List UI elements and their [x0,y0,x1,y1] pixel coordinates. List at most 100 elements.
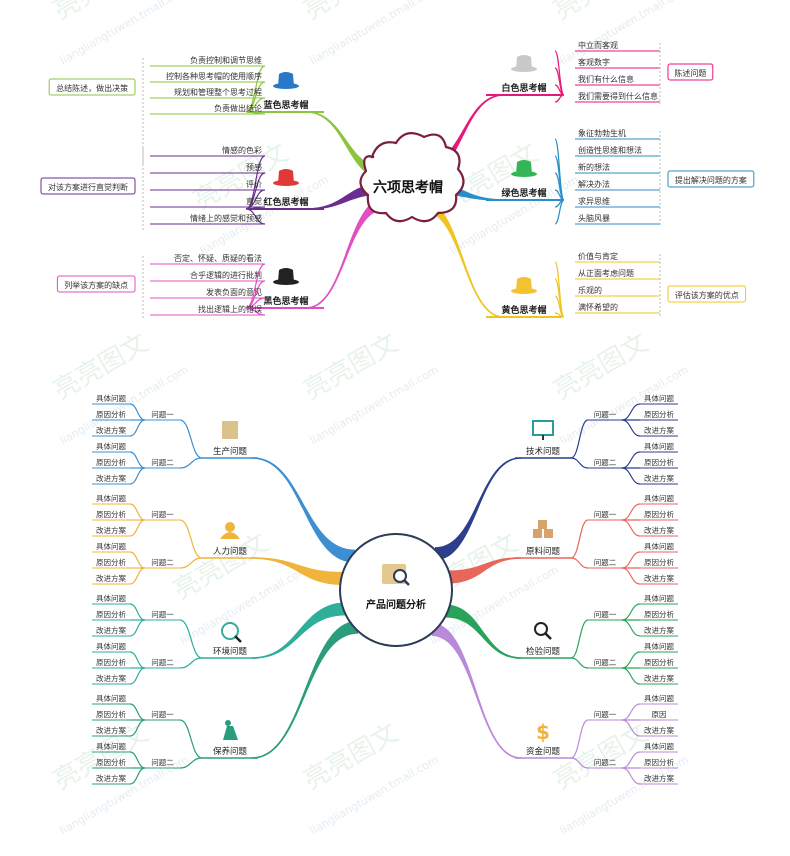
hat-crown [516,160,532,174]
hat-crown [516,55,532,69]
problem-leaf-label: 改进方案 [96,725,126,735]
search-lens-icon [393,569,407,583]
hat-branch-blue: 蓝色思考帽负责控制和调节思维控制各种思考帽的使用顺序规划和管理整个思考过程负责做… [48,55,386,180]
person-body [220,532,240,539]
problem-leaf-label: 原因分析 [96,757,126,767]
problem-group-connector [179,657,203,669]
lens-handle [234,635,242,643]
problem-leaf-label: 原因分析 [96,609,126,619]
hat-item-label: 我们需要得到什么信息 [578,91,658,101]
hat-summary-box [48,78,136,96]
person-head [225,522,235,532]
boxes-icon [533,520,553,538]
problem-node-label: 检验问题 [526,646,561,657]
hat-summary-label: 评估该方案的优点 [675,290,739,300]
hat-crown [516,277,532,291]
problem-leaf-label: 具体问题 [96,641,126,651]
problem-leaf-label: 具体问题 [96,693,126,703]
hat-icon [273,72,299,89]
hat-summary-label: 总结陈述，做出决策 [56,83,128,93]
problem-leaf-connector [129,603,146,621]
lens-ring [221,622,239,640]
problem-leaf-label: 改进方案 [96,773,126,783]
dollar-sign: $ [536,720,550,744]
problem-leaf-label: 具体问题 [644,393,674,403]
problem-node-label: 原料问题 [526,546,561,557]
hat-summary-label: 提出解决问题的方案 [675,175,747,185]
hat-icon [511,160,537,177]
hat-item-label: 价值与肯定 [578,251,618,261]
problem-group-label: 问题一 [151,710,174,719]
problem-leaf-connector [621,567,641,585]
problem-group-label: 问题一 [151,610,174,619]
problem-leaf-connector [621,603,641,621]
hat-item-label: 中立而客观 [578,40,618,50]
problem-group-label: 问题二 [151,458,174,467]
box-a [533,529,542,538]
problem-node-label: 人力问题 [213,546,248,557]
hat-node-label: 黄色思考帽 [501,304,546,316]
center-cloud: 六项思考帽 [359,132,465,223]
magnifier-icon [534,622,552,640]
problem-group-connector [179,457,203,469]
problem-leaf-label: 原因分析 [644,509,674,519]
monitor-screen [532,420,554,436]
hat-item-label: 评价 [246,180,262,189]
hat-item-label: 求异思维 [578,196,610,206]
problem-leaf-label: 具体问题 [644,441,674,451]
hat-item-label: 象征勃勃生机 [578,128,626,138]
problem-leaf-connector [621,667,641,685]
problem-leaf-label: 具体问题 [96,441,126,451]
six-hats-mindmap: 蓝色思考帽负责控制和调节思维控制各种思考帽的使用顺序规划和管理整个思考过程负责做… [40,40,755,320]
hat-crown [278,72,294,86]
problem-group-label: 问题二 [151,758,174,767]
problem-leaf-connector [129,551,146,569]
problem-group-label: 问题一 [151,510,174,519]
problem-leaf-label: 具体问题 [644,593,674,603]
problem-group-label: 问题二 [151,658,174,667]
hat-item-label: 控制各种思考帽的使用顺序 [166,71,262,81]
problem-group-connector [179,419,203,459]
problem-leaf-label: 原因分析 [644,409,674,419]
problem-leaf-label: 原因分析 [96,509,126,519]
problem-group-connector [570,719,589,759]
hat-item-label: 否定、怀疑、质疑的看法 [174,253,262,263]
hat-crown [278,268,294,282]
problem-leaf-connector [621,551,641,569]
hat-node-label: 绿色思考帽 [501,187,546,199]
problem-group-label: 问题一 [594,610,617,619]
hat-item-label: 解决办法 [578,179,610,189]
hat-branch-ribbon [422,94,504,178]
hat-item-label: 负责控制和调节思维 [190,55,262,65]
hat-branch-black: 黑色思考帽否定、怀疑、质疑的看法合乎逻辑的进行批判发表负面的意见找出逻辑上的错误… [56,197,386,320]
worker-body [223,726,238,740]
problem-leaf-connector [621,651,641,669]
center-title: 六项思考帽 [373,179,443,196]
hat-summary-box [667,170,755,188]
hat-summary-box [667,63,714,81]
problem-branch-ribbon [444,604,521,659]
problem-leaf-label: 原因分析 [644,557,674,567]
problem-leaf-connector [621,619,641,637]
problem-group-label: 问题二 [594,458,617,467]
magnifier-ring [534,622,548,636]
problem-group-connector [570,757,589,769]
magnifier-handle [544,632,552,640]
problem-leaf-label: 原因分析 [644,757,674,767]
problem-node-label: 生产问题 [213,446,248,457]
hat-item-label: 规划和管理整个思考过程 [174,87,262,97]
hat-node-label: 黑色思考帽 [263,295,308,307]
problem-leaf-connector [129,451,146,469]
hat-item-label: 直觉 [246,196,262,206]
problem-leaf-connector [621,419,641,437]
worker-icon [223,720,238,740]
problem-leaf-label: 原因分析 [644,657,674,667]
problem-branch-ribbon [434,457,521,561]
hat-item-label: 我们有什么信息 [578,74,634,84]
hat-node-label: 蓝色思考帽 [263,99,308,111]
hat-item-label: 头脑风暴 [578,213,610,223]
hat-item-connector [554,312,565,318]
